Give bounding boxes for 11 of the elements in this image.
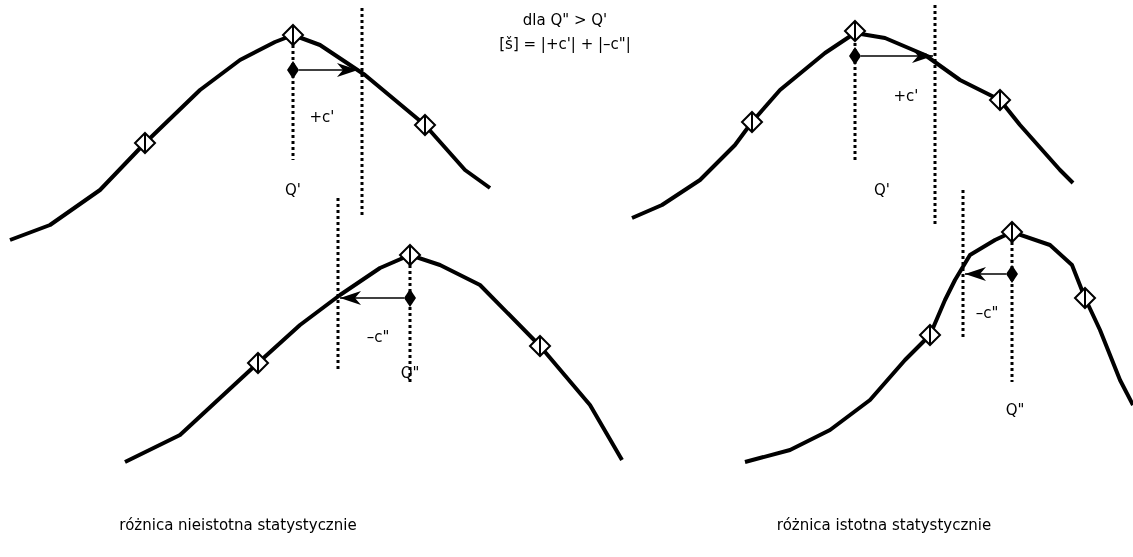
shift-label: +c'	[893, 87, 919, 105]
shift-label: –c"	[366, 328, 390, 346]
caption-text: różnica nieistotna statystycznie	[119, 516, 357, 534]
condition-text: dla Q" > Q'	[522, 11, 608, 29]
axis-label: Q"	[1005, 401, 1025, 419]
formula-text: [š] = |+c'| + |–c"|	[499, 35, 631, 53]
shift-label: +c'	[309, 108, 335, 126]
axis-label: Q'	[285, 181, 301, 199]
shift-label: –c"	[975, 304, 999, 322]
axis-label: Q'	[874, 181, 890, 199]
caption-text: różnica istotna statystycznie	[776, 516, 992, 534]
